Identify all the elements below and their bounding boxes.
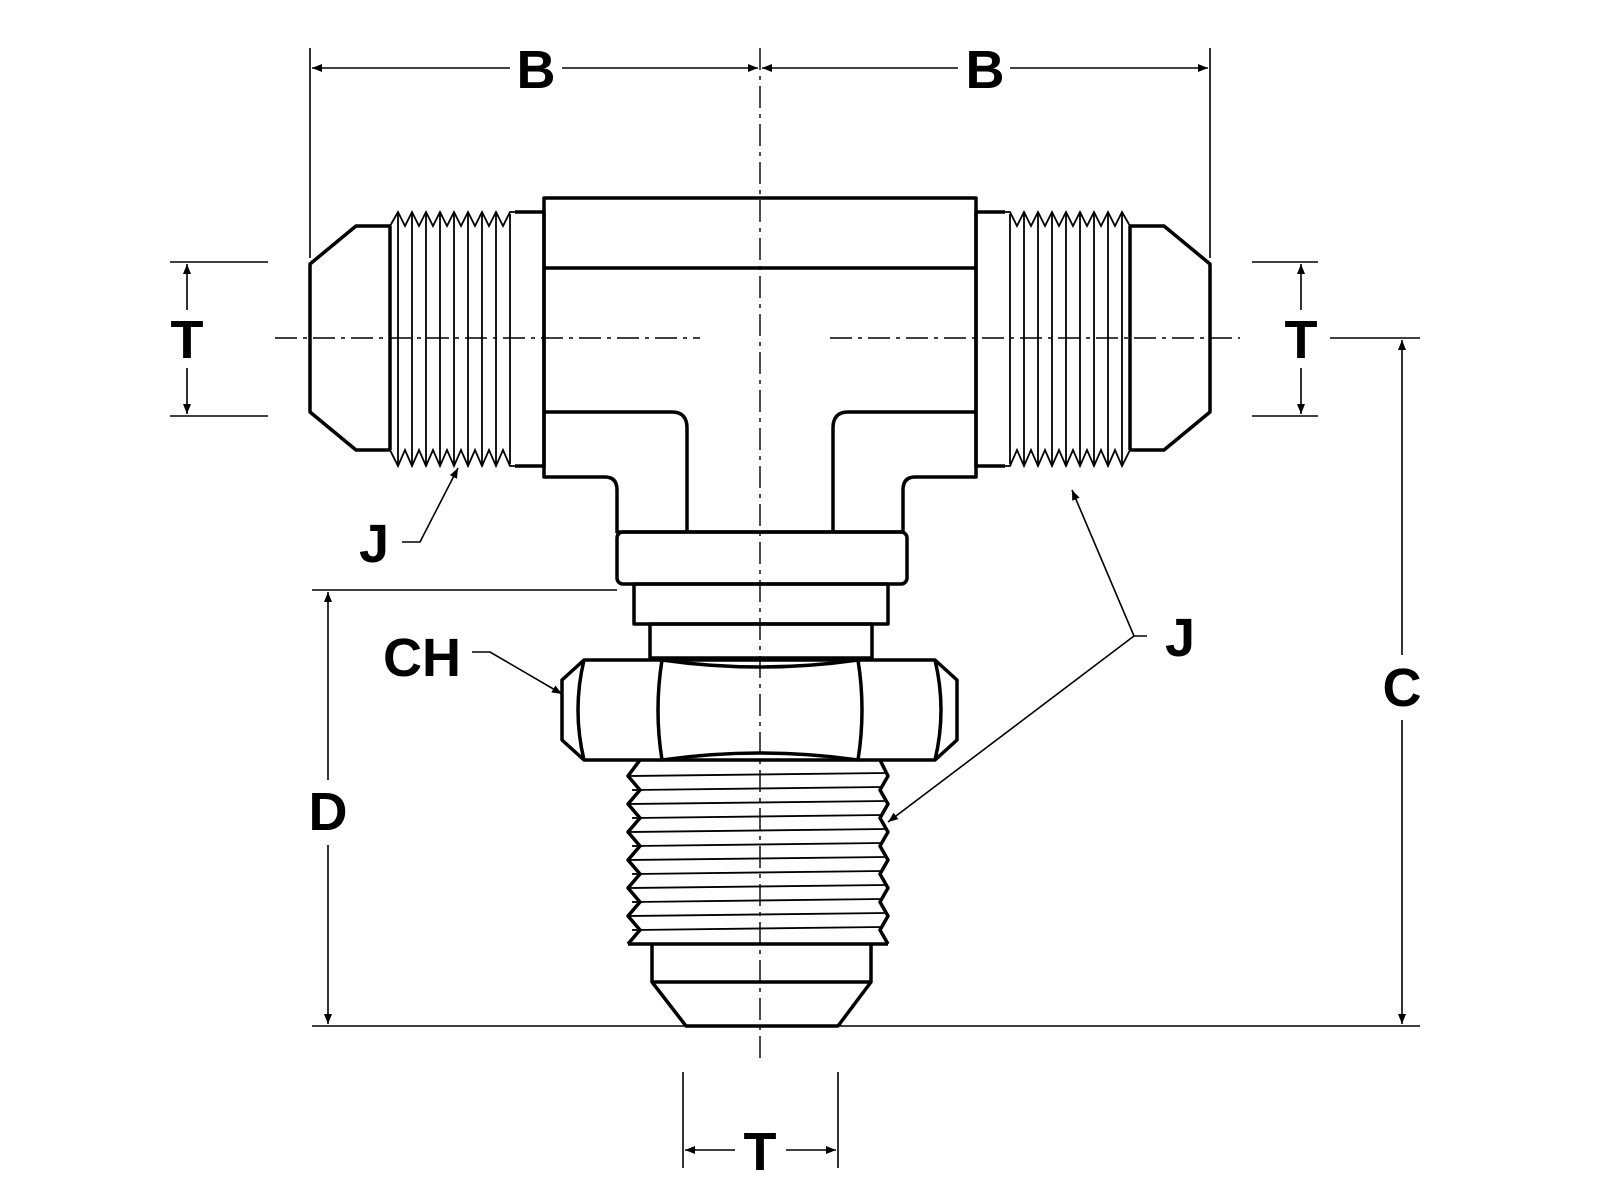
right-flare-end	[974, 209, 1212, 469]
label-d: D	[309, 782, 348, 842]
label-ch: CH	[383, 628, 461, 688]
label-j-right: J	[1165, 608, 1195, 668]
label-t-left: T	[171, 310, 204, 370]
left-flare-end	[308, 209, 546, 469]
label-c: C	[1383, 658, 1422, 718]
label-t-right: T	[1285, 310, 1318, 370]
dimensions	[170, 48, 1420, 1168]
label-b-right: B	[966, 40, 1005, 100]
center-lines	[275, 48, 1240, 1060]
label-b-left: B	[517, 40, 556, 100]
label-t-bottom: T	[744, 1122, 777, 1182]
label-j-left: J	[359, 514, 389, 574]
